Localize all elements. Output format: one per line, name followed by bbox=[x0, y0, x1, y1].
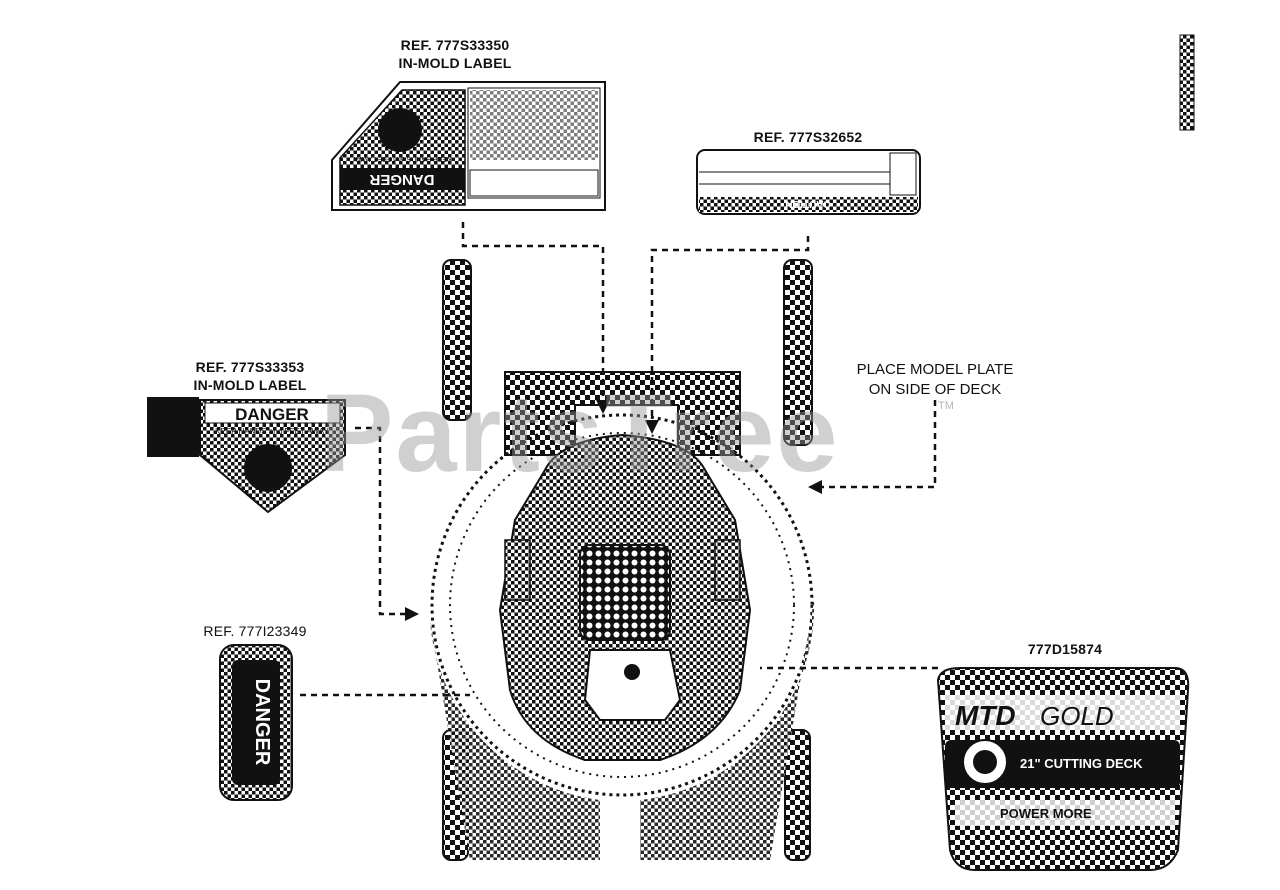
decal-777S33353-word: DANGER bbox=[235, 405, 309, 424]
deck-outer bbox=[430, 413, 814, 797]
callout-777S33353-type: IN-MOLD LABEL bbox=[193, 377, 307, 393]
callout-777I23349-ref: REF. 777I23349 bbox=[203, 623, 307, 639]
wheel-rear-left bbox=[442, 259, 472, 421]
decal-777I23349 bbox=[219, 644, 293, 801]
wheel-rear-right bbox=[783, 259, 813, 446]
decal-777I23349-word: DANGER bbox=[251, 679, 273, 766]
mower-outline bbox=[430, 259, 815, 861]
fuel-cap-area bbox=[583, 649, 682, 721]
decal-777S33350-tagline: KEEP HANDS and FEET AWAY bbox=[352, 155, 452, 162]
decal-777S32652 bbox=[696, 149, 921, 215]
engine-grille bbox=[579, 544, 671, 641]
callout-777S33353-ref: REF. 777S33353 bbox=[195, 359, 305, 375]
decal-777S33350-word: DANGER bbox=[369, 171, 434, 188]
model-plate-note-line1: PLACE MODEL PLATE bbox=[856, 361, 1014, 378]
callout-777S33350-ref: REF. 777S33350 bbox=[400, 37, 510, 53]
callout-777D15874-ref: 777D15874 bbox=[1027, 641, 1103, 657]
decal-777S33353 bbox=[147, 397, 346, 514]
callout-777S33350-type: IN-MOLD LABEL bbox=[398, 55, 512, 71]
watermark-tm: TM bbox=[938, 400, 954, 412]
brand-logo-text: MTD bbox=[955, 700, 1016, 731]
deck-size-text: 21" CUTTING DECK bbox=[1020, 756, 1143, 771]
edge-fragment bbox=[1179, 34, 1195, 131]
callout-777D15874: 777D15874 bbox=[990, 640, 1140, 658]
wheel-front-right bbox=[784, 729, 811, 861]
callout-777I23349: REF. 777I23349 bbox=[180, 622, 330, 640]
callout-777S33350: REF. 777S33350 IN-MOLD LABEL bbox=[360, 36, 550, 72]
brand-script-text: GOLD bbox=[1040, 701, 1114, 731]
rear-panel bbox=[504, 371, 741, 456]
callout-777S32652-ref: REF. 777S32652 bbox=[753, 129, 863, 145]
powered-by-text: POWER MORE bbox=[1000, 806, 1092, 821]
callout-777S32652: REF. 777S32652 bbox=[718, 128, 898, 146]
arrow-heads bbox=[405, 400, 822, 621]
decal-777S33353-tagline: KEEP HANDS and FEET AWAY bbox=[215, 427, 329, 436]
callout-777S33353: REF. 777S33353 IN-MOLD LABEL bbox=[155, 358, 345, 394]
leader-lines bbox=[300, 222, 938, 697]
model-plate-note: PLACE MODEL PLATE ON SIDE OF DECK bbox=[840, 360, 1030, 400]
model-plate-note-line2: ON SIDE OF DECK bbox=[868, 381, 1002, 398]
decal-777D15874 bbox=[936, 667, 1190, 871]
decal-777S32652-word: CAUTION bbox=[785, 198, 831, 209]
decal-777S33350 bbox=[331, 81, 606, 211]
